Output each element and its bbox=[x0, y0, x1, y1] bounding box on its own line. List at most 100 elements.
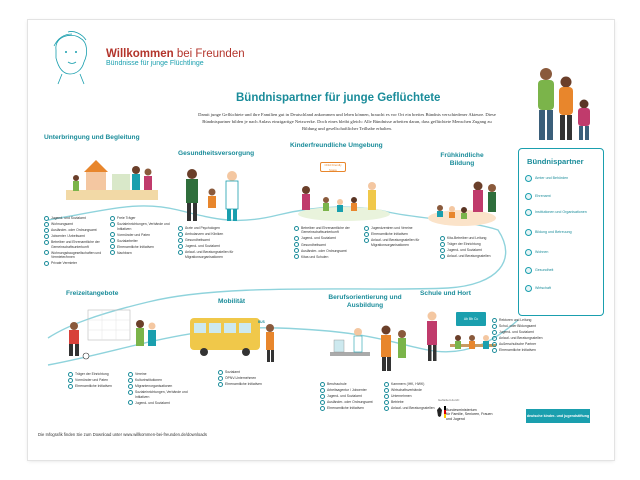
category-icon bbox=[68, 377, 73, 383]
beruf-list-1: Berufsschule Arbeitsagentur / Jobcenter … bbox=[320, 381, 382, 412]
list-item: Kammern (IHK, HWK) bbox=[384, 381, 440, 387]
education-icon bbox=[525, 229, 532, 236]
legend-item-wirtschaft: Wirtschaft bbox=[525, 285, 551, 292]
section-title-fruehkindlich: Frühkindliche Bildung bbox=[440, 152, 484, 167]
leisure-scene-illustration bbox=[69, 309, 156, 360]
category-icon bbox=[294, 254, 299, 260]
category-icon bbox=[294, 248, 299, 254]
category-icon bbox=[384, 387, 389, 393]
list-item: Berufsschule bbox=[320, 381, 382, 387]
list-item: Jugendzentren und Vereine bbox=[364, 225, 424, 231]
list-item: Außerschulische Partner bbox=[492, 341, 576, 347]
list-item: Wohnungsbaugesellschaften und Vermieter/… bbox=[44, 250, 106, 260]
list-item: Jugend- und Sozialamt bbox=[320, 393, 382, 399]
main-title: Bündnispartner für junge Geflüchtete bbox=[236, 92, 441, 104]
category-icon bbox=[440, 253, 445, 259]
list-item: Kita-Betreiber und Leitung bbox=[440, 235, 510, 241]
partners-title: Bündnispartner bbox=[527, 157, 584, 166]
list-item: Vormünder und Paten bbox=[110, 232, 170, 237]
list-item: Ausländer- oder Ordnungsamt bbox=[320, 399, 382, 405]
freizeit-list-2: Vereine Kulturinstitutionen Migrantenorg… bbox=[128, 371, 190, 407]
category-icon bbox=[320, 393, 325, 399]
category-icon bbox=[44, 221, 49, 227]
federal-eagle-icon bbox=[437, 407, 442, 417]
list-item: Sozialeinrichtungen, Verbände und Initia… bbox=[128, 389, 190, 399]
list-item: Ausländer- oder Ordnungsamt bbox=[294, 248, 360, 254]
header-subtitle: Bündnisse für junge Flüchtlinge bbox=[106, 60, 204, 67]
list-item: Jobcenter / Arbeitsamt bbox=[44, 233, 106, 239]
kinderfreundlich-list-1: Betreiber und Ehrenamtliche der Gemeinsc… bbox=[294, 225, 360, 261]
unterbringung-list-1: Jugend- und Sozialamt Wohnungsamt Auslän… bbox=[44, 215, 106, 267]
intro-paragraph: Damit junge Geflüchtete und ihre Familie… bbox=[198, 112, 496, 131]
category-icon bbox=[44, 250, 49, 256]
list-item: Jugend- und Sozialamt bbox=[44, 215, 106, 221]
list-item: Jugend- und Sozialamt bbox=[294, 235, 360, 241]
unterbringung-list-2: Freie Träger Sozialeinrichtungen, Verbän… bbox=[110, 215, 170, 257]
blackboard: Ab Bb Cc bbox=[456, 312, 486, 326]
category-icon bbox=[128, 383, 133, 389]
legend-item-gesundheit: Gesundheit bbox=[525, 267, 553, 274]
category-icon bbox=[320, 399, 325, 405]
category-icon bbox=[492, 317, 497, 323]
fruehkindlich-list: Kita-Betreiber und Leitung Träger der Ei… bbox=[440, 235, 510, 260]
category-icon bbox=[44, 260, 49, 266]
list-item: Ambulanzen und Kliniken bbox=[178, 231, 246, 237]
health-scene-illustration bbox=[186, 169, 239, 221]
volunteer-icon bbox=[525, 193, 532, 200]
category-icon bbox=[492, 341, 497, 347]
list-item: Freie Träger bbox=[110, 215, 170, 221]
boy-portrait-logo bbox=[53, 31, 88, 85]
category-icon bbox=[384, 405, 389, 411]
housing-scene-illustration bbox=[66, 160, 158, 200]
list-item: Betriebe bbox=[384, 399, 440, 405]
list-item: Nachbarn bbox=[110, 250, 170, 256]
infographic-poster: Willkommen bei Freunden Bündnisse für ju… bbox=[28, 20, 614, 460]
kita-scene-illustration bbox=[428, 181, 496, 226]
list-item: Jugend- und Sozialamt bbox=[128, 400, 190, 406]
category-icon bbox=[178, 231, 183, 237]
mobilitaet-list: Sozialamt ÖPNV-Unternehmen Ehrenamtliche… bbox=[218, 369, 282, 388]
category-icon bbox=[68, 383, 73, 389]
list-item: Gesundheitsamt bbox=[178, 237, 246, 243]
category-icon bbox=[320, 387, 325, 393]
health-icon bbox=[525, 267, 532, 274]
list-item: Jugend- und Sozialamt bbox=[492, 329, 576, 335]
list-item: Kitas und Schulen bbox=[294, 254, 360, 260]
list-item: Migrantenorganisationen bbox=[128, 383, 190, 389]
list-item: Jugend- und Sozialamt bbox=[178, 243, 246, 249]
list-item: Betreiber und Ehrenamtliche der Gemeinsc… bbox=[294, 225, 360, 235]
category-icon bbox=[110, 238, 115, 244]
category-icon bbox=[440, 241, 445, 247]
legend-item-aemter: Ämter und Behörden bbox=[525, 175, 568, 182]
list-item: Ehrenamtliche Initiativen bbox=[110, 244, 170, 250]
category-icon bbox=[384, 399, 389, 405]
category-icon bbox=[128, 371, 133, 377]
legend-item-bildung: Bildung und Betreuung bbox=[525, 229, 595, 236]
category-icon bbox=[294, 242, 299, 247]
category-icon bbox=[492, 347, 497, 353]
category-icon bbox=[492, 329, 497, 335]
category-icon bbox=[178, 249, 183, 255]
category-icon bbox=[44, 233, 49, 239]
section-title-gesundheit: Gesundheitsversorgung bbox=[178, 150, 255, 157]
category-icon bbox=[178, 225, 183, 231]
schule-list: Rektoren und Leitung Schul- oder Bildung… bbox=[492, 317, 576, 355]
partners-legend-panel: Bündnispartner Ämter und Behörden Ehrena… bbox=[518, 148, 604, 316]
list-item: Träger der Einrichtung bbox=[68, 371, 124, 377]
list-item: Anlauf- und Beratungsstellen bbox=[440, 253, 510, 259]
dkjs-logo: deutsche kinder- und jugendstiftung bbox=[526, 409, 590, 423]
category-icon bbox=[440, 247, 445, 253]
category-icon bbox=[384, 381, 389, 387]
category-icon bbox=[218, 375, 223, 381]
list-item: Anlauf- und Beratungsstellen für Migrati… bbox=[178, 249, 246, 259]
list-item: Jugend- und Sozialamt bbox=[440, 247, 510, 253]
section-title-beruf: Berufsorientierung und Ausbildung bbox=[328, 294, 402, 309]
list-item: Ehrenamtliche Initiativen bbox=[492, 347, 576, 353]
school-scene-illustration bbox=[427, 311, 496, 361]
category-icon bbox=[364, 231, 369, 237]
legend-item-ehrenamt: Ehrenamt bbox=[525, 193, 551, 200]
child-friendly-space-sign: Child Friendly Space bbox=[320, 162, 346, 172]
list-item: Ehrenamtliche Initiativen bbox=[320, 405, 382, 411]
category-icon bbox=[178, 237, 183, 243]
institution-icon bbox=[525, 209, 532, 216]
